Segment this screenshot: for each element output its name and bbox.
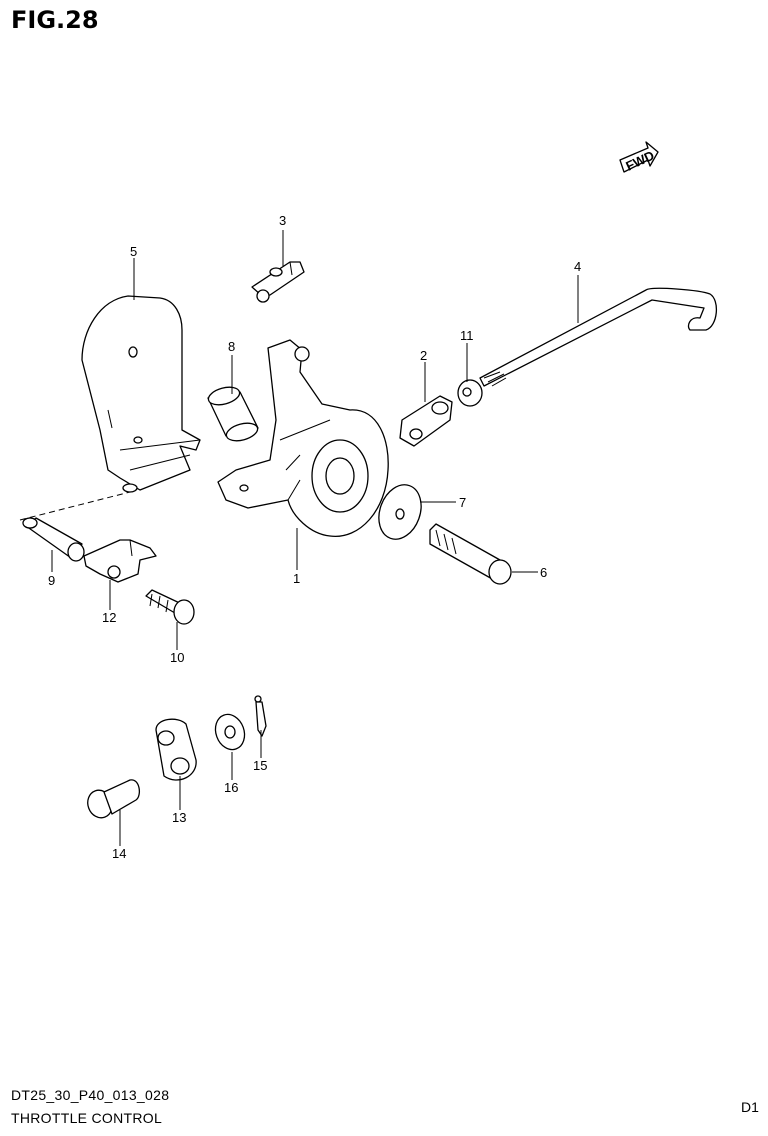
fwd-label: FWD <box>623 148 656 174</box>
callout-10: 10 <box>170 650 184 665</box>
callout-13: 13 <box>172 810 186 825</box>
part-14-clevis-pin <box>87 779 141 819</box>
diagram-code: DT25_30_P40_013_028 <box>11 1087 170 1103</box>
part-8-sleeve <box>207 386 259 442</box>
part-10-screw <box>145 589 195 625</box>
part-7-washer <box>378 484 422 540</box>
part-16-washer <box>214 713 246 751</box>
callout-11: 11 <box>460 328 474 343</box>
callout-12: 12 <box>102 610 116 625</box>
corner-label: D1 <box>741 1099 759 1115</box>
callout-4: 4 <box>574 259 581 274</box>
part-2-connector <box>399 395 453 447</box>
callout-5: 5 <box>130 244 137 259</box>
callout-1: 1 <box>293 571 300 586</box>
callout-9: 9 <box>48 573 55 588</box>
forward-direction-icon: FWD <box>619 141 659 174</box>
part-4-rod <box>479 287 717 387</box>
callout-2: 2 <box>420 348 427 363</box>
part-5-bracket <box>81 295 201 493</box>
callout-8: 8 <box>228 339 235 354</box>
part-1-throttle-lever <box>217 339 389 537</box>
callout-7: 7 <box>459 495 466 510</box>
part-3-clip <box>251 261 305 303</box>
part-6-bolt <box>429 523 512 585</box>
figure-title: FIG.28 <box>11 6 99 34</box>
callout-14: 14 <box>112 846 126 861</box>
diagram-name: THROTTLE CONTROL <box>11 1110 163 1126</box>
callout-16: 16 <box>224 780 238 795</box>
part-15-cotter-pin <box>254 695 267 737</box>
part-12-bracket <box>83 539 157 583</box>
part-13-link <box>155 718 197 781</box>
callout-3: 3 <box>279 213 286 228</box>
callout-6: 6 <box>540 565 547 580</box>
part-9-pin <box>22 517 85 562</box>
part-11-nut <box>457 379 483 407</box>
callout-15: 15 <box>253 758 267 773</box>
